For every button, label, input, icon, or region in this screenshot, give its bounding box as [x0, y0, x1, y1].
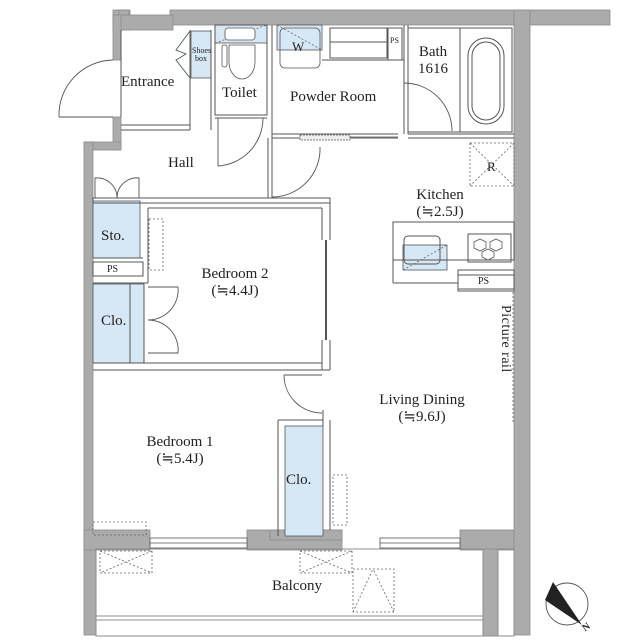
living-dining-area: (≒9.6J): [398, 409, 446, 426]
kitchen-name: Kitchen: [416, 187, 464, 203]
bath-size: 1616: [418, 61, 448, 78]
fixture-label-refrigerator: R: [487, 159, 496, 174]
kitchen-area: (≒2.5J): [416, 204, 464, 221]
storage-fill: [92, 200, 141, 259]
bedroom1-name: Bedroom 1: [146, 434, 214, 450]
shoes-box-line2: box: [195, 54, 207, 64]
balcony-area: [95, 548, 515, 637]
dashed-fixtures: [92, 24, 515, 613]
bedroom1-area: (≒5.4J): [156, 451, 204, 468]
label-picture-rail: Picture rail: [498, 305, 514, 373]
closet-bedroom1-fill: [284, 425, 324, 537]
door-swings: [58, 30, 453, 414]
stove-burners-icon: [473, 238, 503, 261]
closet-bedroom2-fill: [92, 283, 145, 364]
room-label-closet-bedroom1: Clo.: [286, 472, 312, 488]
toilet-fixture: [221, 27, 321, 80]
room-label-shoes-box: Shoes box: [192, 46, 212, 64]
windows: [149, 134, 461, 549]
bath-name: Bath: [418, 44, 448, 60]
label-ps-kitchen: PS: [478, 276, 490, 287]
living-dining-name: Living Dining: [379, 392, 465, 408]
compass-icon: [545, 582, 589, 626]
room-label-balcony: Balcony: [272, 578, 322, 594]
bedroom2-area: (≒4.4J): [211, 283, 259, 300]
label-ps-top: PS: [390, 36, 399, 45]
room-label-bedroom2: Bedroom 2 (≒4.4J): [185, 266, 285, 301]
fixture-label-washer: W: [292, 39, 305, 54]
room-label-powder-room: Powder Room: [290, 89, 377, 105]
shoes-box-line1: Shoes: [192, 46, 212, 55]
label-ps-left: PS: [107, 264, 119, 275]
bedroom2-name: Bedroom 2: [201, 266, 269, 282]
room-label-bedroom1: Bedroom 1 (≒5.4J): [135, 434, 225, 469]
room-label-living-dining: Living Dining (≒9.6J): [367, 392, 477, 427]
room-label-hall: Hall: [168, 155, 194, 171]
room-label-entrance: Entrance: [121, 74, 175, 90]
room-label-toilet: Toilet: [222, 85, 257, 101]
room-label-closet-bedroom2: Clo.: [101, 313, 127, 329]
room-label-bath: Bath 1616: [418, 44, 448, 79]
room-label-storage: Sto.: [101, 228, 125, 244]
exterior-walls: [83, 9, 611, 636]
room-label-kitchen: Kitchen (≒2.5J): [410, 187, 470, 222]
